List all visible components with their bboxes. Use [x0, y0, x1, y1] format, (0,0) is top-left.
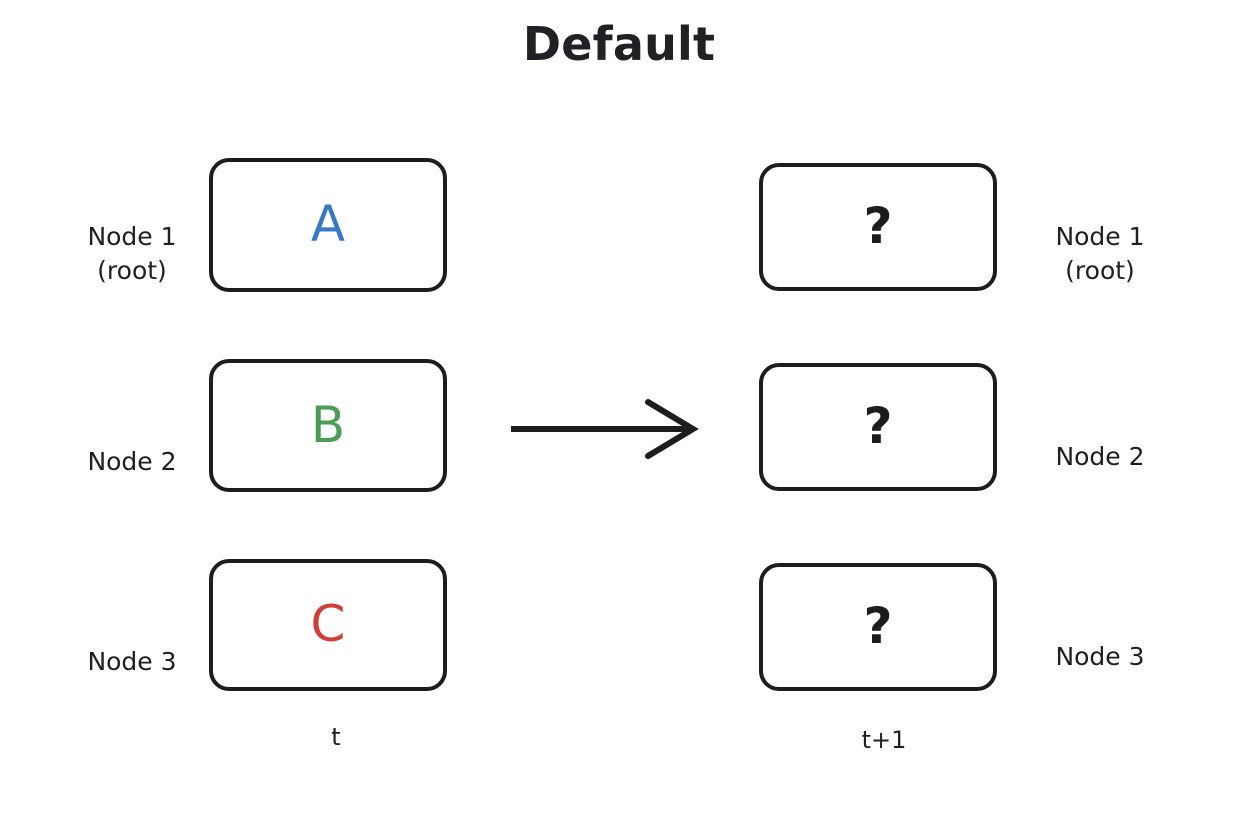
node-label-left-1: Node 1 (root)	[46, 186, 218, 321]
node-value-left-2: B	[310, 395, 346, 454]
page-title: Default	[522, 17, 716, 71]
node-label-right-3-line1: Node 3	[1055, 641, 1145, 671]
node-box-right-3[interactable]: ?	[759, 563, 997, 691]
node-label-left-3: Node 3	[46, 611, 218, 679]
node-label-left-2-line1: Node 2	[87, 446, 177, 476]
node-label-right-1: Node 1 (root)	[1012, 186, 1188, 321]
node-value-right-3: ?	[863, 597, 893, 655]
node-box-left-1[interactable]: A	[209, 158, 447, 292]
node-label-right-2-line1: Node 2	[1055, 441, 1145, 471]
node-value-right-1: ?	[863, 197, 893, 255]
node-box-left-3[interactable]: C	[209, 559, 447, 691]
time-label-right: t+1	[861, 726, 907, 754]
node-value-left-3: C	[310, 595, 346, 653]
node-label-right-1-line1: Node 1	[1055, 221, 1145, 251]
arrow-right-icon	[511, 399, 699, 459]
node-value-right-2: ?	[863, 397, 893, 455]
node-box-right-2[interactable]: ?	[759, 363, 997, 491]
node-box-right-1[interactable]: ?	[759, 163, 997, 291]
node-label-left-2: Node 2	[46, 411, 218, 479]
node-label-right-2: Node 2	[1012, 406, 1188, 474]
node-box-left-2[interactable]: B	[209, 359, 447, 492]
node-value-left-1: A	[310, 195, 346, 253]
node-label-left-1-line2: (root)	[97, 255, 167, 285]
node-label-right-3: Node 3	[1012, 606, 1188, 674]
node-label-right-1-line2: (root)	[1065, 255, 1135, 285]
node-label-left-1-line1: Node 1	[87, 221, 177, 251]
time-label-left: t	[331, 723, 341, 751]
node-label-left-3-line1: Node 3	[87, 646, 177, 676]
